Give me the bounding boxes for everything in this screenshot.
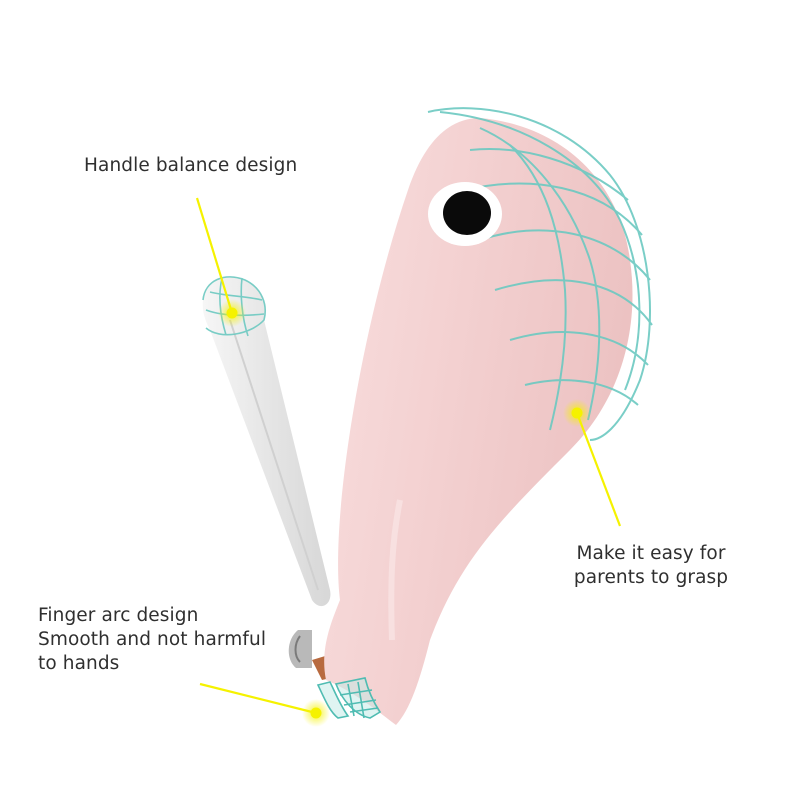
- label-finger-arc-line-1: Finger arc design: [38, 605, 199, 626]
- pointer-easy-grasp: [563, 399, 622, 527]
- lever-handle: [202, 276, 331, 607]
- label-handle-balance-text: Handle balance design: [84, 155, 298, 176]
- pointer-finger-arc: [199, 682, 330, 727]
- pointer-handle-balance: [195, 197, 246, 327]
- eye-icon: [428, 182, 502, 246]
- finger-arc-mesh: [316, 677, 382, 719]
- hinge: [288, 630, 312, 668]
- label-easy-grasp-line-2: parents to grasp: [573, 567, 729, 588]
- label-easy-grasp: Make it easy for parents to grasp: [573, 542, 729, 590]
- head-mesh: [427, 107, 653, 441]
- pink-body: [324, 118, 633, 725]
- label-finger-arc-design: Finger arc design Smooth and not harmful…: [38, 604, 266, 676]
- label-finger-arc-line-3: to hands: [38, 653, 120, 674]
- label-finger-arc-line-2: Smooth and not harmful: [38, 629, 267, 650]
- label-handle-balance-design: Handle balance design: [84, 154, 297, 178]
- label-easy-grasp-line-1: Make it easy for: [576, 543, 726, 564]
